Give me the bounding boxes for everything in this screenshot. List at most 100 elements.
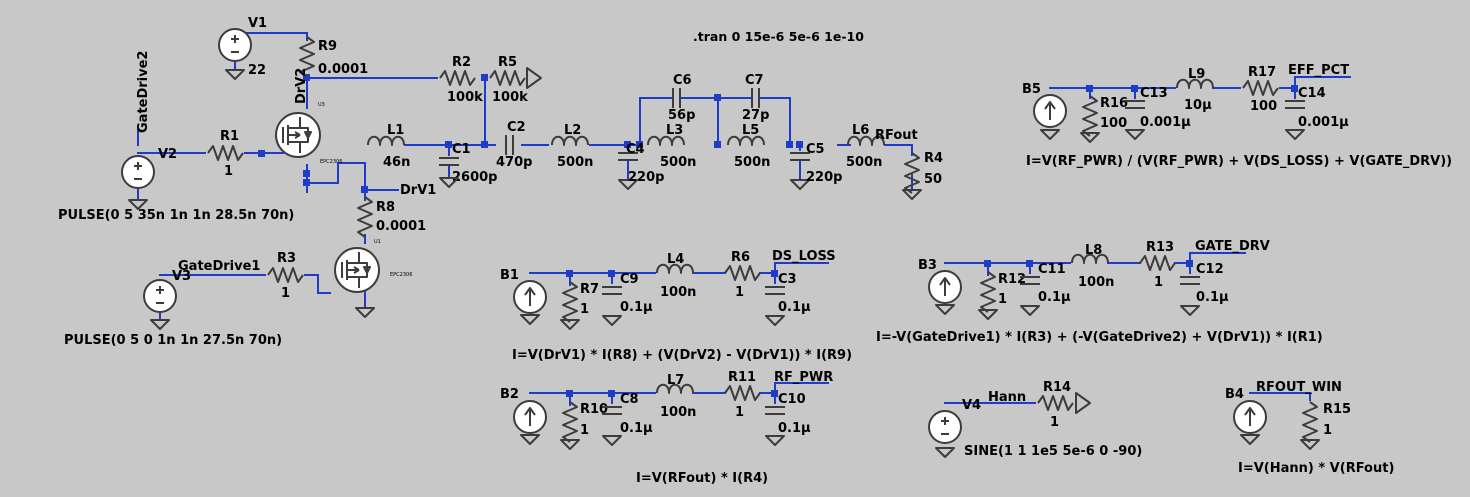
r5-value: 100k	[492, 90, 528, 105]
source-b4[interactable]: B4 I=V(Hann) * V(RFout) RFOUT_WIN	[1225, 380, 1394, 476]
capacitor-c3[interactable]: C3 0.1µ DS_LOSS	[764, 249, 836, 326]
l5-name: L5	[742, 123, 759, 138]
resistor-r15[interactable]: R15 1	[1300, 401, 1351, 450]
resistor-r2[interactable]: R2 100k	[439, 55, 483, 105]
inductor-l1[interactable]: L1 46n	[367, 123, 410, 170]
resistor-r5[interactable]: R5 100k	[489, 55, 542, 105]
b4-name: B4	[1225, 387, 1244, 402]
resistor-r17[interactable]: R17 100	[1242, 65, 1279, 114]
r15-value: 1	[1323, 423, 1332, 438]
u3-model: EPC2306	[320, 159, 342, 165]
resistor-r8[interactable]: R8 0.0001 DrV1	[357, 183, 436, 238]
inductor-l6[interactable]: L6 500n RFout	[846, 123, 918, 170]
inductor-l5[interactable]: L5 500n	[727, 123, 770, 170]
r8-value: 0.0001	[376, 219, 426, 234]
source-b5[interactable]: B5 I=V(RF_PWR) / (V(RF_PWR) + V(DS_LOSS)…	[1022, 82, 1452, 169]
capacitor-c8[interactable]: C8 0.1µ	[601, 392, 653, 446]
net-gatedrive2: GateDrive2	[136, 51, 151, 133]
capacitor-c4[interactable]: C4 220p	[617, 142, 664, 190]
c4-value: 220p	[628, 170, 664, 185]
capacitor-c5[interactable]: C5 220p	[789, 142, 842, 190]
l8-name: L8	[1085, 243, 1102, 258]
l1-value: 46n	[383, 155, 410, 170]
junctions	[258, 74, 1298, 397]
inductor-l8[interactable]: L8 100n	[1071, 243, 1114, 290]
l1-name: L1	[387, 123, 404, 138]
capacitor-c10[interactable]: C10 0.1µ RF_PWR	[764, 370, 833, 446]
resistor-r3[interactable]: R3 1	[267, 251, 304, 301]
r1-name: R1	[220, 129, 239, 144]
resistor-r7[interactable]: R7 1	[560, 281, 599, 330]
r17-value: 100	[1250, 99, 1277, 114]
r11-value: 1	[735, 405, 744, 420]
r17-name: R17	[1248, 65, 1276, 80]
b4-value: I=V(Hann) * V(RFout)	[1238, 461, 1394, 476]
source-v2[interactable]: V2 PULSE(0 5 35n 1n 1n 28.5n 70n) GateDr…	[58, 51, 294, 223]
r7-name: R7	[580, 282, 599, 297]
mosfet-u1[interactable]: U1 EPC2306	[334, 239, 412, 318]
c10-value: 0.1µ	[778, 421, 811, 436]
simulation-directive[interactable]: .tran 0 15e-6 5e-6 1e-10	[693, 29, 864, 44]
c13-name: C13	[1140, 86, 1168, 101]
source-v1[interactable]: V1 22	[218, 16, 267, 80]
resistor-r9[interactable]: R9 0.0001	[299, 36, 368, 78]
b1-value: I=V(DrV1) * I(R8) + (V(DrV2) - V(DrV1)) …	[512, 348, 852, 363]
capacitor-c7[interactable]: C7 27p	[742, 73, 769, 123]
l2-value: 500n	[557, 155, 593, 170]
capacitor-c11[interactable]: C11 0.1µ	[1019, 262, 1071, 316]
resistor-r10[interactable]: R10 1	[560, 401, 608, 450]
capacitor-c13[interactable]: C13 0.001µ	[1124, 86, 1191, 140]
capacitor-c1[interactable]: C1 2600p	[438, 142, 498, 185]
source-v3[interactable]: V3 GateDrive1 PULSE(0 5 0 1n 1n 27.5n 70…	[64, 259, 282, 348]
l6-name: L6	[852, 123, 869, 138]
c2-name: C2	[507, 120, 526, 135]
c6-value: 56p	[668, 108, 695, 123]
capacitor-c9[interactable]: C9 0.1µ	[601, 272, 653, 326]
resistor-r12[interactable]: R12 1	[978, 271, 1026, 320]
resistor-r14[interactable]: R14 1	[1037, 380, 1091, 430]
c3-value: 0.1µ	[778, 300, 811, 315]
r16-value: 100	[1100, 116, 1127, 131]
mosfet-u3[interactable]: U3 EPC2306 DrV2	[261, 68, 342, 165]
u1-name: U1	[374, 239, 381, 245]
inductor-l9[interactable]: L9 10µ	[1176, 67, 1214, 113]
c14-name: C14	[1298, 86, 1326, 101]
r6-name: R6	[731, 250, 750, 265]
net-rfout: RFout	[875, 128, 918, 143]
source-b1[interactable]: B1 I=V(DrV1) * I(R8) + (V(DrV2) - V(DrV1…	[500, 268, 852, 363]
inductor-l3[interactable]: L3 500n	[647, 123, 696, 170]
r14-value: 1	[1050, 415, 1059, 430]
inductor-l4[interactable]: L4 100n	[656, 252, 696, 300]
r7-value: 1	[580, 302, 589, 317]
resistor-r1[interactable]: R1 1	[207, 129, 244, 179]
c13-value: 0.001µ	[1140, 115, 1191, 130]
source-b3[interactable]: B3 I=-V(GateDrive1) * I(R3) + (-V(GateDr…	[876, 258, 1323, 345]
capacitor-c14[interactable]: C14 0.001µ EFF_PCT	[1284, 63, 1349, 140]
l3-value: 500n	[660, 155, 696, 170]
resistor-r13[interactable]: R13 1	[1139, 240, 1176, 290]
u3-name: U3	[318, 102, 325, 108]
v1-name: V1	[248, 16, 267, 31]
r1-value: 1	[224, 164, 233, 179]
b2-name: B2	[500, 387, 519, 402]
resistor-r6[interactable]: R6 1	[724, 250, 761, 300]
l9-name: L9	[1188, 67, 1205, 82]
resistor-r11[interactable]: R11 1	[724, 370, 761, 420]
r13-value: 1	[1154, 275, 1163, 290]
capacitor-c12[interactable]: C12 0.1µ GATE_DRV	[1179, 239, 1270, 316]
capacitor-c6[interactable]: C6 56p	[668, 73, 695, 123]
capacitor-c2[interactable]: C2 470p	[496, 120, 532, 170]
source-v4[interactable]: V4 Hann SINE(1 1 1e5 5e-6 0 -90)	[928, 390, 1142, 459]
resistor-r16[interactable]: R16 100	[1080, 95, 1128, 143]
c6-name: C6	[673, 73, 692, 88]
source-b2[interactable]: B2 I=V(RFout) * I(R4)	[500, 387, 768, 486]
inductor-l7[interactable]: L7 100n	[656, 373, 696, 420]
resistor-r4[interactable]: R4 50	[902, 151, 943, 200]
inductor-l2[interactable]: L2 500n	[551, 123, 593, 170]
net-hann: Hann	[988, 390, 1026, 405]
net-drv1: DrV1	[400, 183, 436, 198]
v3-name: V3	[172, 269, 191, 284]
net-drv2: DrV2	[294, 68, 309, 104]
net-rf-pwr: RF_PWR	[774, 370, 833, 385]
